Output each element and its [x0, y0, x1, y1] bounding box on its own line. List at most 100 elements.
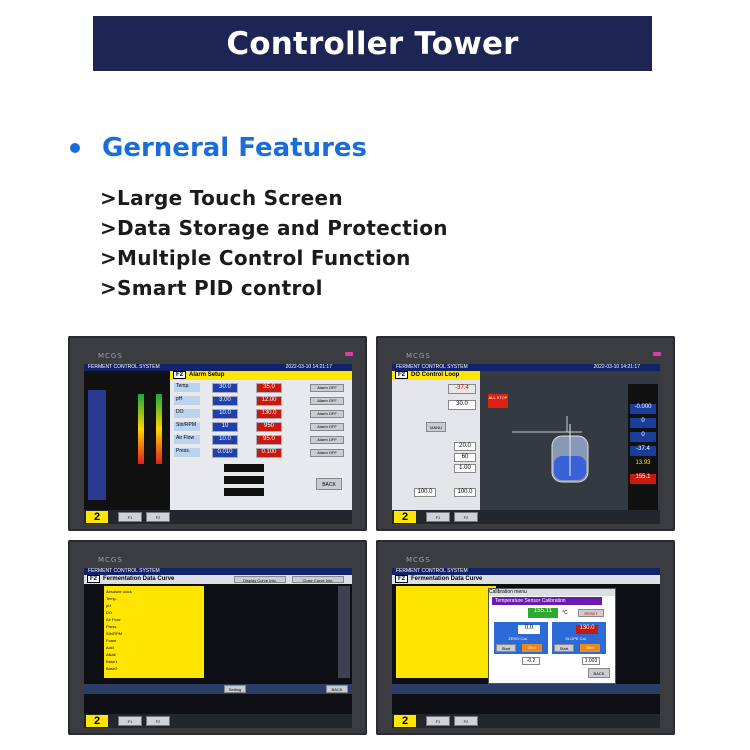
alarm-toggle[interactable]: Alarm OFF [310, 397, 344, 405]
page-number: 2 [394, 511, 416, 523]
zero-value[interactable]: 0.0 [518, 625, 540, 634]
output-value[interactable]: 100.0 [454, 488, 476, 497]
curve-param-list: Absolute clock Temp. pH DO Air Flow Pres… [106, 588, 160, 676]
zero-cal-label: ZERO Cal. [508, 636, 528, 641]
low-value[interactable]: 10 [212, 422, 238, 432]
level-bar [156, 394, 162, 464]
alarm-toggle[interactable]: Alarm OFF [310, 449, 344, 457]
feature-item: >Data Storage and Protection [100, 216, 448, 240]
high-value[interactable]: 95.0 [256, 435, 282, 445]
all-stop-button[interactable]: ALL STOP [488, 394, 508, 408]
pid-i-value[interactable]: 60 [454, 453, 476, 462]
high-value[interactable]: 130.0 [256, 409, 282, 419]
low-value[interactable]: 30.0 [212, 383, 238, 393]
low-value[interactable]: 3.00 [212, 396, 238, 406]
f1-button[interactable]: F1 [426, 716, 450, 726]
param-row: Alkali [106, 652, 116, 657]
system-title-bar: FERMENT CONTROL SYSTEM 2022-03-10 14:21:… [84, 364, 352, 371]
setting-button[interactable]: Setting [224, 685, 246, 693]
system-title: FERMENT CONTROL SYSTEM [88, 568, 160, 574]
bottom-nav: 2 F1 F2 [84, 714, 352, 728]
power-led [653, 352, 661, 356]
screen-alarm-setup: FERMENT CONTROL SYSTEM 2022-03-10 14:21:… [84, 364, 352, 524]
status-bar [224, 488, 264, 496]
display-curve-button[interactable]: Display Curve Info. [234, 576, 286, 583]
close-curve-button[interactable]: Close Curve Info. [292, 576, 344, 583]
pid-p-value[interactable]: 20.0 [454, 442, 476, 451]
feature-item: >Multiple Control Function [100, 246, 411, 270]
do-sp-value[interactable]: 30.0 [448, 400, 476, 410]
alarm-row-label: pH [174, 396, 200, 405]
alarm-toggle[interactable]: Alarm OFF [310, 423, 344, 431]
alarm-title: Alarm Setup [189, 372, 225, 378]
high-value[interactable]: 12.00 [256, 396, 282, 406]
back-button[interactable]: BACK [326, 685, 348, 693]
manu-button[interactable]: MANU [426, 422, 446, 432]
alarm-toggle[interactable]: Alarm OFF [310, 436, 344, 444]
bottom-nav: 2 F1 F2 [392, 510, 660, 524]
alarm-row-label: Temp. [174, 383, 200, 392]
high-value[interactable]: 0.100 [256, 448, 282, 458]
internal-zero-value: -0.2 [522, 657, 540, 665]
slope-start-button[interactable]: Start [554, 644, 574, 652]
f2-button[interactable]: F2 [146, 716, 170, 726]
vessel-diagram [512, 416, 589, 483]
f1-button[interactable]: F1 [426, 512, 450, 522]
title-banner: Controller Tower [93, 16, 652, 71]
side-value: -37.4 [630, 446, 656, 456]
curve-legend [338, 586, 350, 678]
f2-button[interactable]: F2 [454, 512, 478, 522]
high-value[interactable]: 35.0 [256, 383, 282, 393]
do-pv-value: -37.4 [448, 384, 476, 394]
banner-title: Controller Tower [226, 25, 519, 62]
f2-tag: F2 [87, 575, 101, 583]
low-value[interactable]: 0.010 [212, 448, 238, 458]
system-title: FERMENT CONTROL SYSTEM [396, 364, 468, 370]
slope-cal-label: SLOPE Cal. [565, 636, 587, 641]
slope-value[interactable]: 130.0 [576, 625, 598, 634]
param-row: Base1 [106, 659, 118, 664]
calib-back-button[interactable]: BACK [588, 668, 610, 678]
curve-param-table [396, 586, 496, 678]
curve-param-table [104, 586, 204, 678]
zero-end-button[interactable]: End [522, 644, 542, 652]
device-brand: MCGS [406, 556, 431, 564]
f2-button[interactable]: F2 [146, 512, 170, 522]
zero-start-button[interactable]: Start [496, 644, 516, 652]
device-brand: MCGS [406, 352, 431, 360]
output-value[interactable]: 100.0 [414, 488, 436, 497]
device-brand: MCGS [98, 556, 123, 564]
param-row: pH [106, 603, 112, 608]
reset-button[interactable]: RESET [578, 609, 604, 617]
slope-end-button[interactable]: End [580, 644, 600, 652]
pid-d-value[interactable]: 1.00 [454, 464, 476, 473]
process-unit: °C [562, 610, 568, 616]
level-bar [138, 394, 144, 464]
low-value[interactable]: 10.0 [212, 435, 238, 445]
page-number: 2 [394, 715, 416, 727]
status-bar [224, 464, 264, 472]
system-title-bar: FERMENT CONTROL SYSTEM [392, 568, 660, 575]
alarm-toggle[interactable]: Alarm OFF [310, 384, 344, 392]
side-value: 155.1 [630, 474, 656, 484]
param-row: Base2 [106, 666, 118, 671]
f1-button[interactable]: F1 [118, 716, 142, 726]
side-value: -0.000 [630, 404, 656, 414]
back-button[interactable]: BACK [316, 478, 342, 490]
device-alarm-setup: MCGS FERMENT CONTROL SYSTEM 2022-03-10 1… [68, 336, 367, 531]
alarm-toggle[interactable]: Alarm OFF [310, 410, 344, 418]
param-row: Absolute clock [106, 589, 132, 594]
f2-button[interactable]: F2 [454, 716, 478, 726]
playback-bar [84, 684, 352, 694]
param-row: Acid [106, 645, 114, 650]
feature-item: >Large Touch Screen [100, 186, 343, 210]
low-value[interactable]: 10.0 [212, 409, 238, 419]
high-value[interactable]: 950 [256, 422, 282, 432]
f1-button[interactable]: F1 [118, 512, 142, 522]
